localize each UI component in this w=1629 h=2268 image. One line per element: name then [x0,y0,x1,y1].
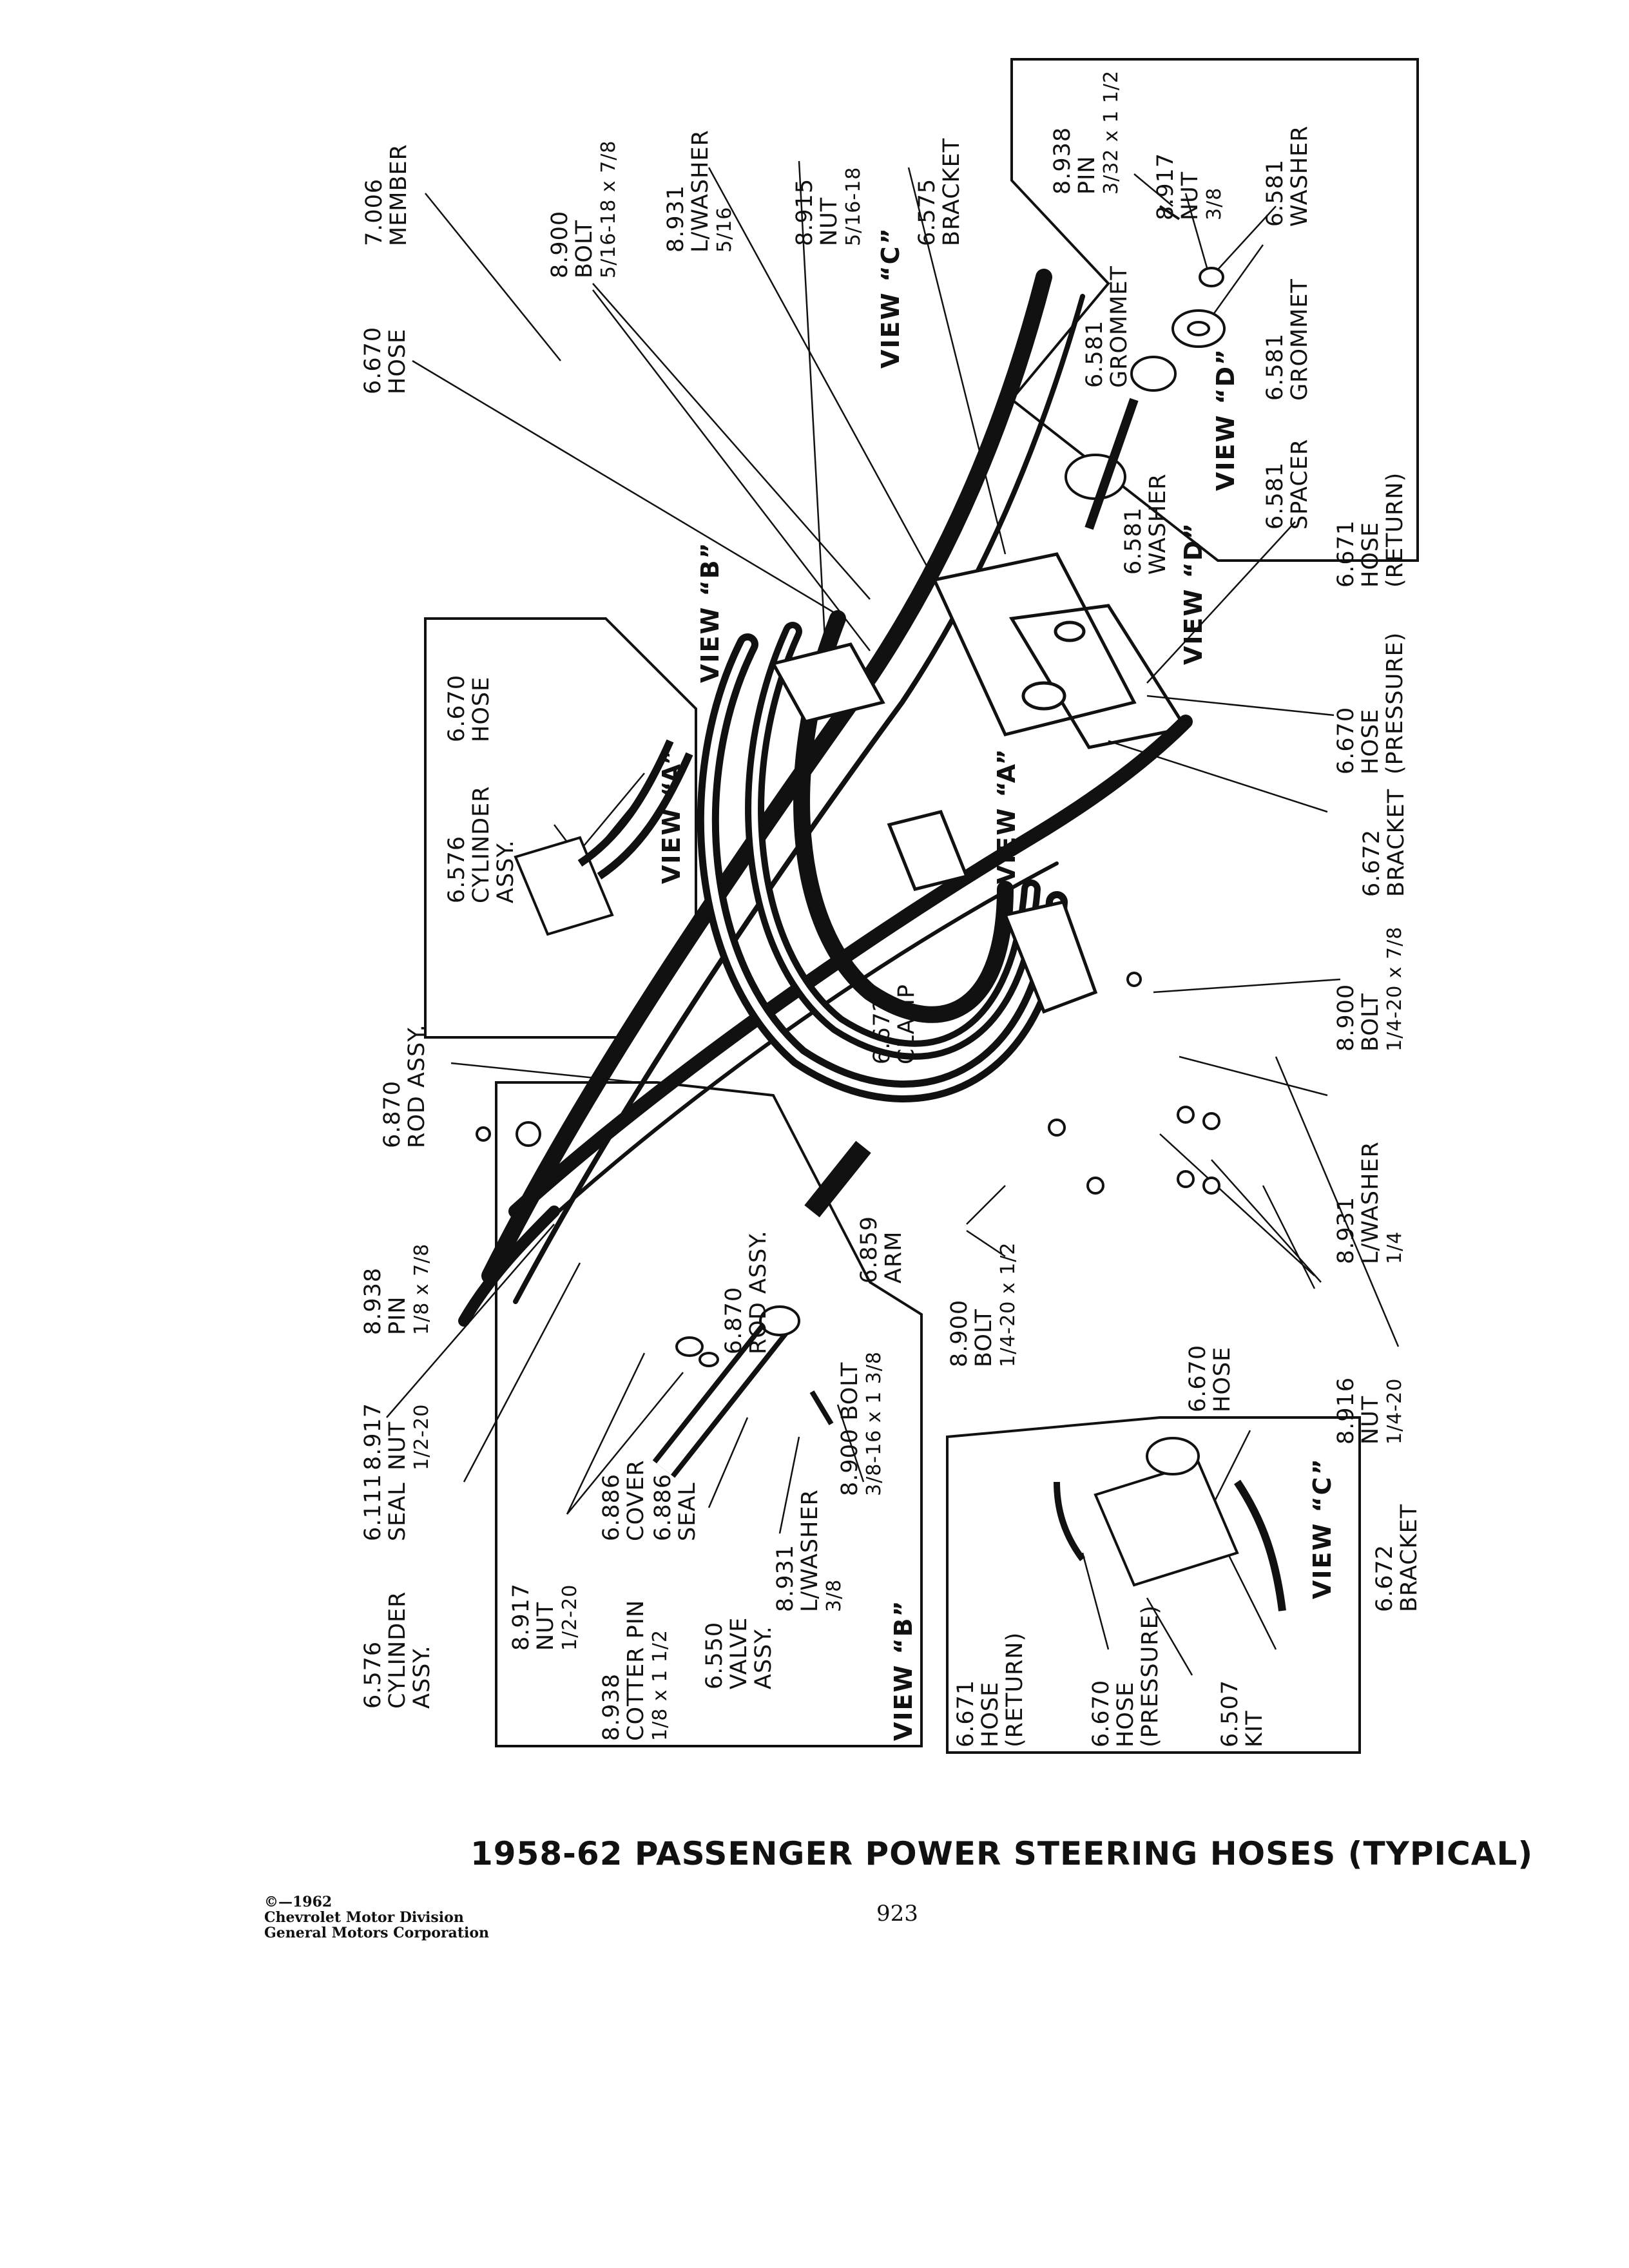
fasteners [476,972,1220,1195]
copyright: ©—1962 [264,1894,333,1910]
view-c-label-2: VIEW “C” [1308,1457,1336,1599]
view-c-inset-box [946,1416,1361,1754]
power-steering-hoses [697,610,1068,1102]
publisher-credit: ©—1962 Chevrolet Motor Division General … [264,1894,489,1941]
view-b-parts [652,1140,871,1478]
brackets [771,552,1189,1014]
view-a-label-2: VIEW “A” [657,747,686,884]
publisher-division: Chevrolet Motor Division [264,1909,464,1926]
publisher-corporation: General Motors Corporation [264,1925,490,1941]
leader-lines [386,160,1400,1676]
diagram-caption: 1958-62 PASSENGER POWER STEERING HOSES (… [470,1835,1534,1872]
view-a-label-1: VIEW “A” [992,747,1021,884]
view-d-parts [1065,205,1226,530]
view-d-label-1: VIEW “D” [1211,347,1240,491]
view-c-parts [1054,1437,1286,1611]
view-c-label-1: VIEW “C” [876,227,905,369]
view-a-parts [514,739,693,936]
view-b-label-1: VIEW “B” [696,541,724,683]
page-number: 923 [876,1901,918,1927]
frame-rails [458,269,1193,1327]
view-b-label-2: VIEW “B” [889,1599,918,1741]
view-d-label-2: VIEW “D” [1179,521,1208,665]
